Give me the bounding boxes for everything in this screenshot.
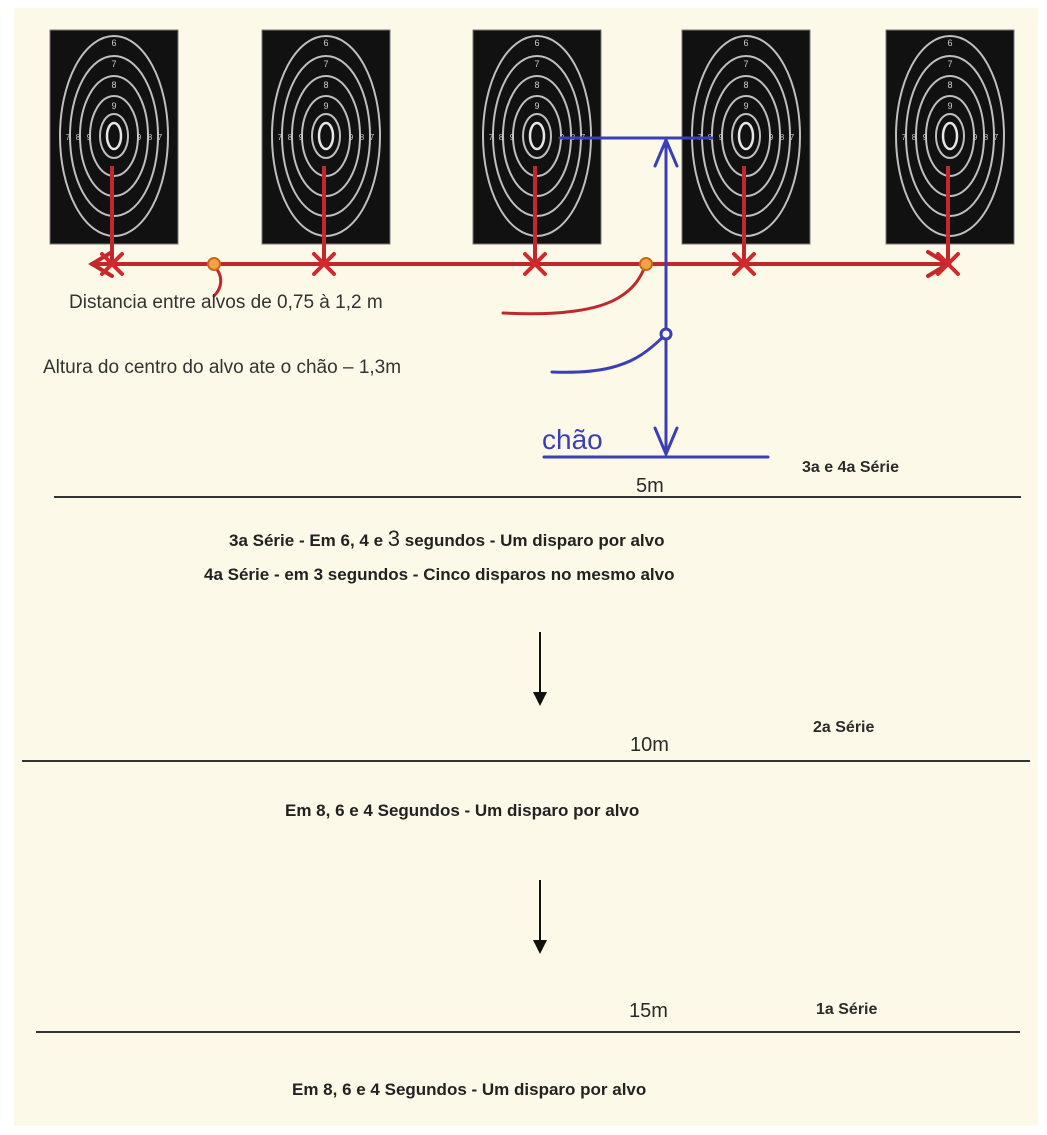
line-10m [22, 760, 1030, 762]
target-ring [731, 113, 761, 159]
serie-1-label: 1a Série [816, 1001, 878, 1018]
ring-number: 9 [299, 133, 304, 142]
section-10m-line-1: Em 8, 6 e 4 Segundos - Um disparo por al… [285, 801, 640, 820]
ring-number: 9 [349, 133, 354, 142]
ring-number: 9 [323, 101, 328, 111]
line-5m [54, 496, 1021, 498]
blue-down-arrowhead [653, 426, 679, 458]
ring-number: 7 [158, 133, 163, 142]
distance-5m-label: 5m [636, 475, 664, 497]
height-leader [550, 332, 668, 374]
down-arrow-1 [533, 632, 547, 706]
ring-number: 7 [278, 133, 283, 142]
section-5m-line-1: 3a Série - Em 6, 4 e 3 segundos - Um dis… [229, 526, 665, 551]
ring-number: 7 [66, 133, 71, 142]
x-marker [100, 252, 124, 276]
ring-number: 9 [510, 133, 515, 142]
ring-number: 9 [743, 101, 748, 111]
ring-number: 8 [323, 80, 328, 90]
ring-number: 8 [984, 133, 989, 142]
target-center [941, 121, 959, 151]
ring-number: 8 [947, 80, 952, 90]
ring-number: 8 [111, 80, 116, 90]
ring-number: 7 [489, 133, 494, 142]
ring-number: 9 [719, 133, 724, 142]
target-ring [935, 113, 965, 159]
target-center [105, 121, 123, 151]
ring-number: 9 [923, 133, 928, 142]
x-markers [100, 252, 960, 276]
ring-number: 6 [743, 38, 748, 48]
blue-dot [659, 327, 673, 341]
ring-number: 9 [534, 101, 539, 111]
ring-number: 8 [288, 133, 293, 142]
x-marker [312, 252, 336, 276]
serie-2-label: 2a Série [813, 719, 875, 736]
target-ring [311, 113, 341, 159]
distance-10m-label: 10m [630, 734, 669, 756]
ring-number: 8 [534, 80, 539, 90]
orange-dot-right [639, 257, 653, 271]
ground-label: chão [542, 424, 603, 455]
ring-number: 7 [743, 59, 748, 69]
x-marker [936, 252, 960, 276]
ring-number: 8 [148, 133, 153, 142]
ring-number: 6 [111, 38, 116, 48]
distance-15m-label: 15m [629, 1000, 668, 1022]
ring-number: 7 [994, 133, 999, 142]
line-15m [36, 1031, 1020, 1033]
serie-3-4-label: 3a e 4a Série [802, 459, 899, 476]
ring-number: 9 [111, 101, 116, 111]
height-annotation: Altura do centro do alvo ate o chão – 1,… [43, 357, 402, 378]
ring-number: 9 [137, 133, 142, 142]
ring-number: 7 [947, 59, 952, 69]
ring-number: 8 [780, 133, 785, 142]
x-marker [523, 252, 547, 276]
target-ring [99, 113, 129, 159]
orange-dot-left [207, 257, 221, 271]
x-marker [732, 252, 756, 276]
ring-number: 7 [323, 59, 328, 69]
target-ring [522, 113, 552, 159]
ring-number: 7 [370, 133, 375, 142]
ring-number: 6 [323, 38, 328, 48]
blue-up-arrowhead [653, 136, 679, 168]
ring-number: 6 [947, 38, 952, 48]
ring-number: 8 [360, 133, 365, 142]
ring-number: 8 [499, 133, 504, 142]
height-measure [542, 136, 770, 459]
ring-number: 9 [87, 133, 92, 142]
target-center [737, 121, 755, 151]
section-15m-line-1: Em 8, 6 e 4 Segundos - Um disparo por al… [292, 1080, 647, 1099]
ring-number: 7 [902, 133, 907, 142]
ring-number: 8 [912, 133, 917, 142]
distance-annotation: Distancia entre alvos de 0,75 à 1,2 m [69, 292, 383, 313]
ring-number: 7 [790, 133, 795, 142]
target-center [528, 121, 546, 151]
ring-number: 9 [769, 133, 774, 142]
section-5m-line-2: 4a Série - em 3 segundos - Cinco disparo… [204, 565, 675, 584]
ring-number: 7 [534, 59, 539, 69]
ring-number: 6 [534, 38, 539, 48]
distance-leader [501, 262, 648, 316]
ring-number: 8 [743, 80, 748, 90]
ring-number: 8 [76, 133, 81, 142]
ring-number: 9 [973, 133, 978, 142]
ring-number: 9 [947, 101, 952, 111]
down-arrow-2 [533, 880, 547, 954]
target-center [317, 121, 335, 151]
ring-number: 7 [111, 59, 116, 69]
